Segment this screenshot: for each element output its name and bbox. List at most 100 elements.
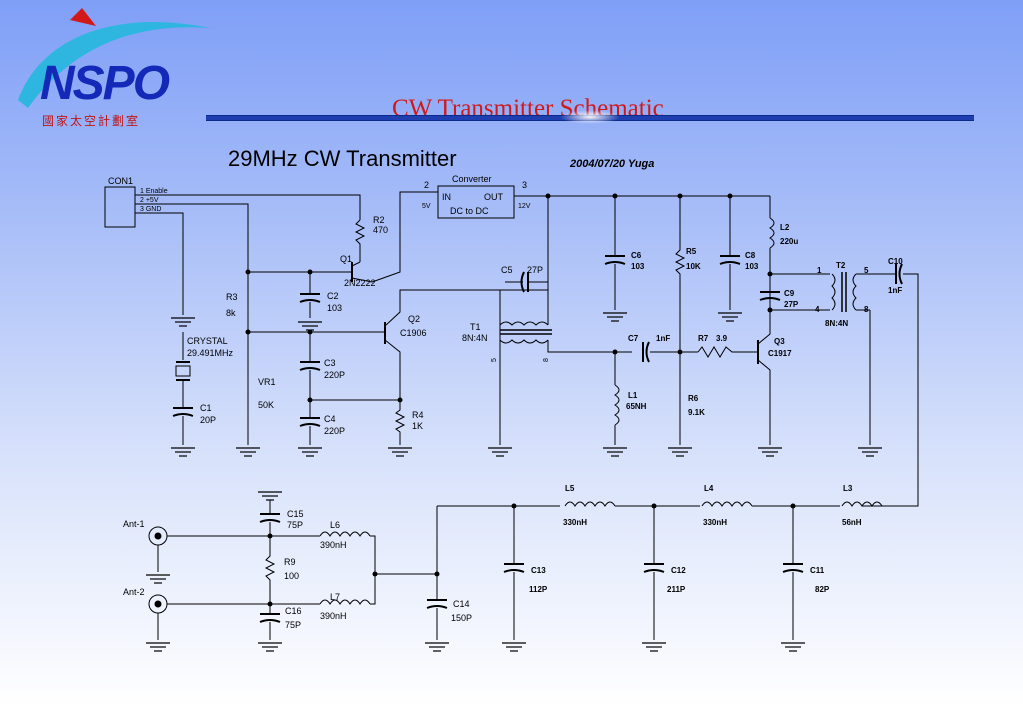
c4-value: 220P bbox=[324, 426, 345, 436]
q3-ref: Q3 bbox=[774, 337, 785, 346]
ground-symbol bbox=[602, 447, 628, 457]
c12-ref: C12 bbox=[671, 566, 686, 575]
c8-value: 103 bbox=[745, 262, 759, 271]
t2-ref: T2 bbox=[836, 261, 846, 270]
ground-symbol bbox=[387, 447, 413, 457]
schematic-heading: 29MHz CW Transmitter bbox=[228, 146, 457, 171]
c1-value: 20P bbox=[200, 415, 216, 425]
ground-symbol bbox=[424, 642, 450, 652]
c2-ref: C2 bbox=[327, 291, 339, 301]
con1-pin2: 2 +5V bbox=[140, 197, 159, 204]
ground-symbol bbox=[667, 447, 693, 457]
c14-value: 150P bbox=[451, 613, 472, 623]
l7-ref: L7 bbox=[330, 592, 340, 602]
r5-ref: R5 bbox=[686, 247, 697, 256]
c13-value: 112P bbox=[529, 585, 548, 594]
ground-symbol bbox=[297, 321, 323, 331]
l1-ref: L1 bbox=[628, 391, 638, 400]
r5-value: 10K bbox=[686, 262, 701, 271]
l3-ref: L3 bbox=[843, 484, 853, 493]
t2-pin-1: 1 bbox=[817, 266, 822, 275]
c10-ref: C10 bbox=[888, 257, 903, 266]
ground-symbol bbox=[602, 312, 628, 322]
r9-value: 100 bbox=[284, 571, 299, 581]
c7-value: 1nF bbox=[656, 334, 670, 343]
ground-symbol bbox=[170, 317, 196, 327]
c8-ref: C8 bbox=[745, 251, 756, 260]
converter-title: Converter bbox=[452, 174, 492, 184]
l1-value: 65NH bbox=[626, 402, 647, 411]
q1-ref: Q1 bbox=[340, 254, 352, 264]
con1-pin3: 3 GND bbox=[140, 206, 161, 213]
c10-value: 1nF bbox=[888, 286, 902, 295]
nspo-logo bbox=[18, 8, 210, 108]
vr1-ref: VR1 bbox=[258, 377, 276, 387]
t1-pin-5: 5 bbox=[491, 358, 498, 362]
con1-pin1: 1 Enable bbox=[140, 188, 168, 195]
crystal-value: 29.491MHz bbox=[187, 348, 234, 358]
q2-ref: Q2 bbox=[408, 314, 420, 324]
l2-value: 220u bbox=[780, 237, 798, 246]
l2-ref: L2 bbox=[780, 223, 790, 232]
l4-ref: L4 bbox=[704, 484, 714, 493]
r7-value: 3.9 bbox=[716, 334, 728, 343]
r6-value: 9.1K bbox=[688, 408, 705, 417]
c6-value: 103 bbox=[631, 262, 645, 271]
title-rule-glow bbox=[560, 110, 620, 124]
c4-ref: C4 bbox=[324, 414, 336, 424]
ground-symbol bbox=[487, 447, 513, 457]
converter-vout: 12V bbox=[518, 203, 531, 210]
ground-symbol bbox=[145, 642, 171, 652]
converter-block bbox=[437, 185, 515, 219]
c12-value: 211P bbox=[667, 585, 686, 594]
l3-value: 56nH bbox=[842, 518, 862, 527]
l7-value: 390nH bbox=[320, 611, 347, 621]
r6-ref: R6 bbox=[688, 394, 699, 403]
c5-value: 27P bbox=[527, 265, 543, 275]
c7-ref: C7 bbox=[628, 334, 639, 343]
t1-pin-8: 8 bbox=[543, 358, 550, 362]
ground-symbol bbox=[780, 642, 806, 652]
c15-ref: C15 bbox=[287, 509, 304, 519]
c16-value: 75P bbox=[285, 620, 301, 630]
c15-value: 75P bbox=[287, 520, 303, 530]
c9-value: 27P bbox=[784, 300, 799, 309]
r4-value: 1K bbox=[412, 421, 423, 431]
t1-value: 8N:4N bbox=[462, 333, 488, 343]
ground-symbol bbox=[757, 447, 783, 457]
ground-symbol bbox=[501, 642, 527, 652]
ground-symbol bbox=[857, 447, 883, 457]
converter-body: DC to DC bbox=[450, 206, 489, 216]
ground-symbol bbox=[257, 491, 283, 501]
t2-value: 8N:4N bbox=[825, 319, 848, 328]
c2-value: 103 bbox=[327, 303, 342, 313]
c1-ref: C1 bbox=[200, 403, 212, 413]
r3-value: 8k bbox=[226, 308, 236, 318]
ground-symbol bbox=[235, 447, 261, 457]
q2-value: C1906 bbox=[400, 328, 427, 338]
t2-pin-5: 5 bbox=[864, 266, 869, 275]
r4-ref: R4 bbox=[412, 410, 424, 420]
l6-value: 390nH bbox=[320, 540, 347, 550]
r2-value: 470 bbox=[373, 225, 388, 235]
q1-value: 2N2222 bbox=[344, 278, 376, 288]
r3-ref: R3 bbox=[226, 292, 238, 302]
vr1-value: 50K bbox=[258, 400, 274, 410]
r7-ref: R7 bbox=[698, 334, 709, 343]
c9-ref: C9 bbox=[784, 289, 795, 298]
converter-out: OUT bbox=[484, 192, 504, 202]
converter-in: IN bbox=[442, 192, 451, 202]
author-date: 2004/07/20 Yuga bbox=[569, 158, 654, 170]
ground-symbol bbox=[145, 574, 171, 584]
ground-symbol bbox=[717, 312, 743, 322]
r9-ref: R9 bbox=[284, 557, 296, 567]
crystal-ref: CRYSTAL bbox=[187, 336, 228, 346]
t1-ref: T1 bbox=[470, 322, 481, 332]
ground-symbol bbox=[641, 642, 667, 652]
l5-ref: L5 bbox=[565, 484, 575, 493]
logo-subtitle: 國家太空計劃室 bbox=[42, 114, 141, 128]
l4-value: 330nH bbox=[703, 518, 727, 527]
c3-ref: C3 bbox=[324, 358, 336, 368]
l6-ref: L6 bbox=[330, 520, 340, 530]
